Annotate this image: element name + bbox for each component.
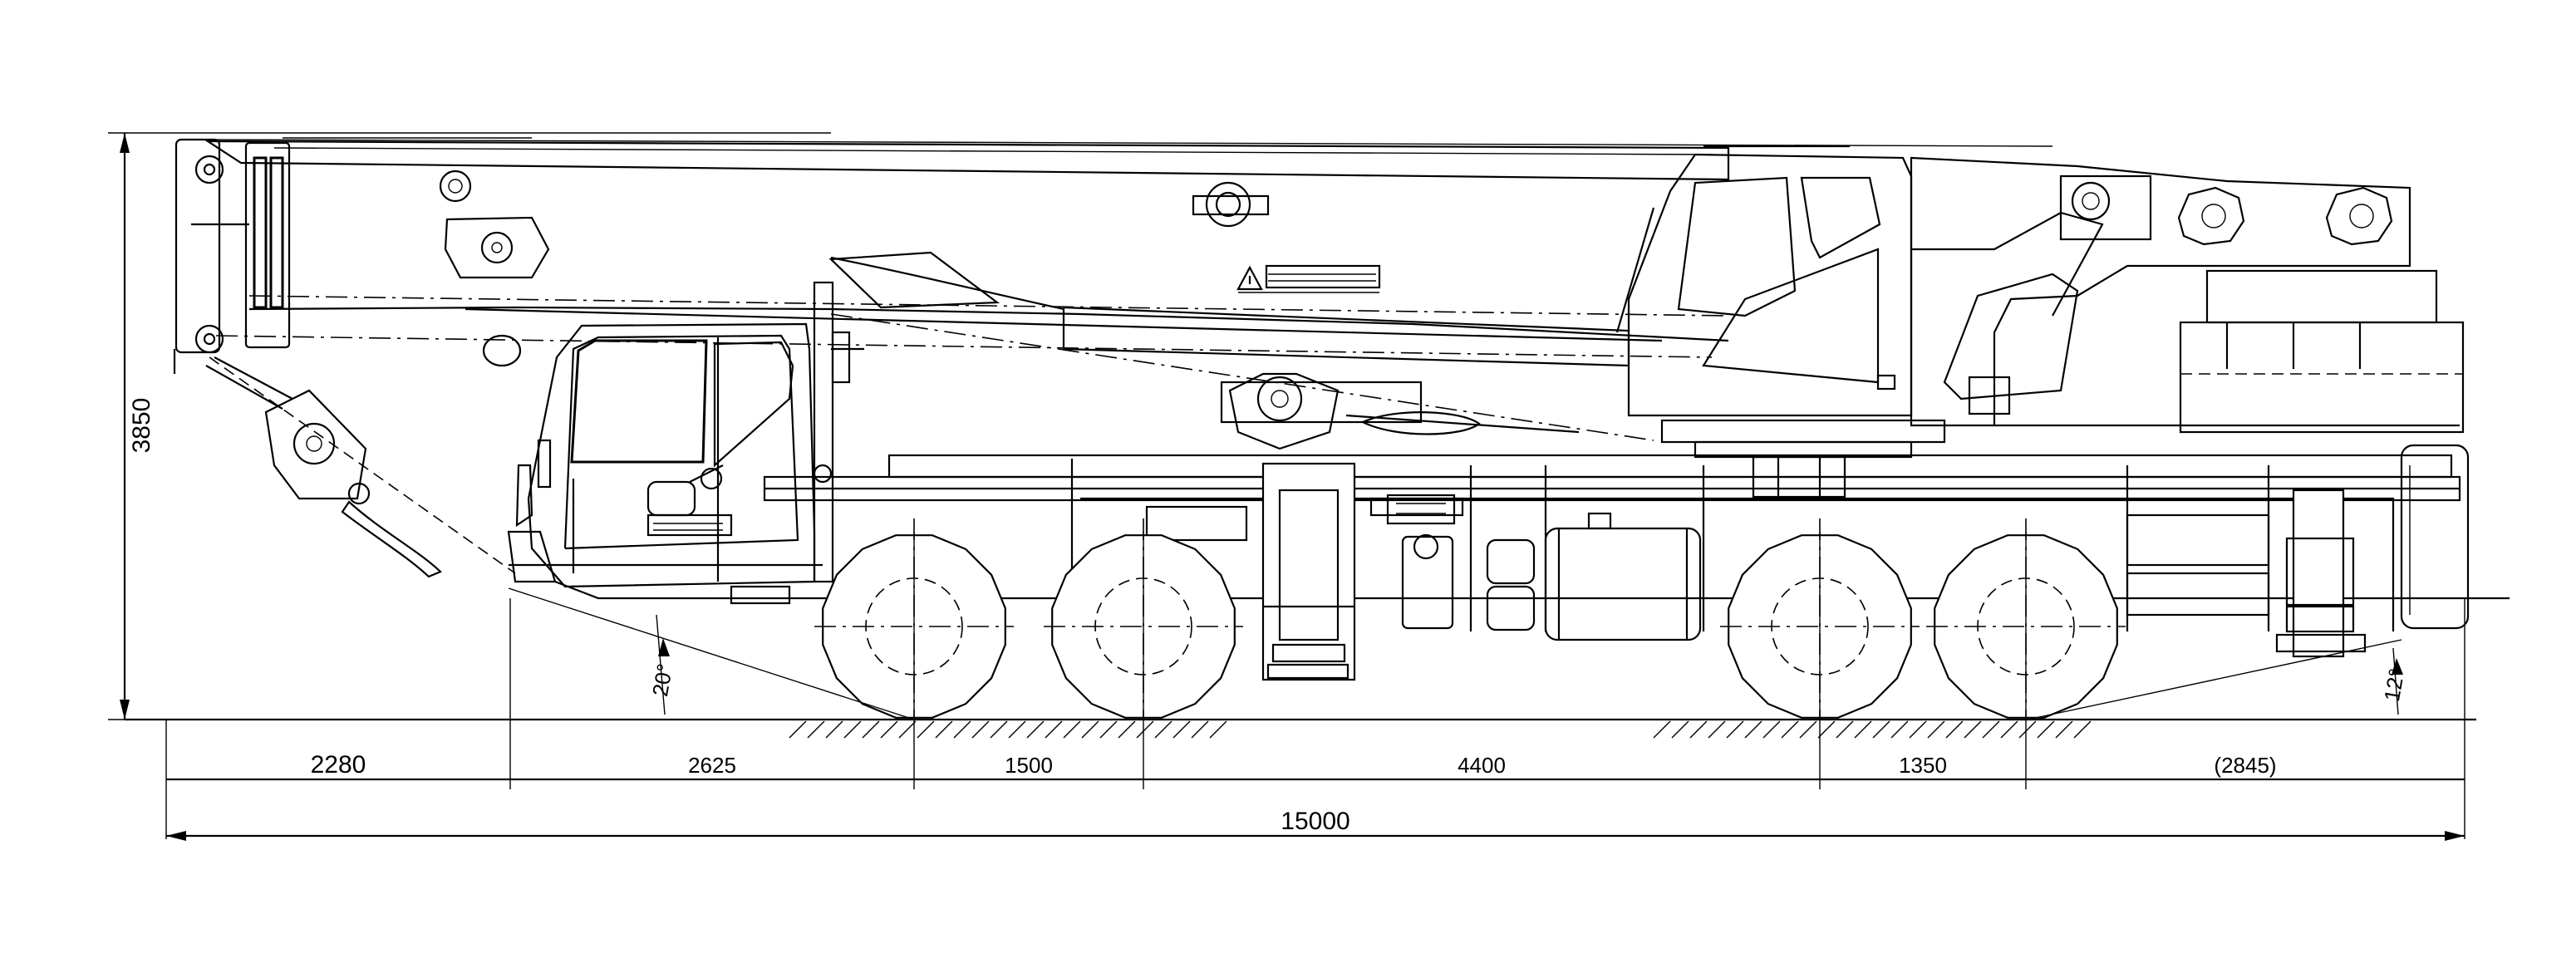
- dimension-cab-to-axle1: 2625: [688, 753, 736, 778]
- dimension-axle2-axle3: 4400: [1458, 753, 1506, 778]
- warning-triangle-icon: [1236, 265, 1263, 291]
- driver-cab: [507, 281, 864, 605]
- hook-block-icon: [205, 356, 516, 578]
- telescopic-boom: [173, 137, 2053, 374]
- ground-line: [125, 718, 2476, 739]
- superstructure: [1910, 156, 2470, 630]
- dimension-axle3-axle4: 1350: [1899, 753, 1947, 778]
- height-dimension-label: 3850: [128, 398, 155, 454]
- dimension-lines: 3850 2280 2625 1500 4400 1350 (2845) 150…: [108, 132, 2465, 841]
- dimension-overall-length: 15000: [1281, 808, 1349, 835]
- wheel-set: [814, 518, 2126, 720]
- dimension-front-overhang: 2280: [311, 751, 366, 779]
- approach-angle-label: 20°: [647, 661, 677, 698]
- carrier-chassis: [554, 419, 2510, 681]
- dimension-axle1-axle2: 1500: [1005, 753, 1053, 778]
- departure-angle-label: 12°: [2379, 666, 2409, 703]
- luffing-cylinder: [830, 313, 1654, 450]
- operator-cab: [1615, 145, 1913, 417]
- dimension-rear-overhang: (2845): [2214, 753, 2276, 778]
